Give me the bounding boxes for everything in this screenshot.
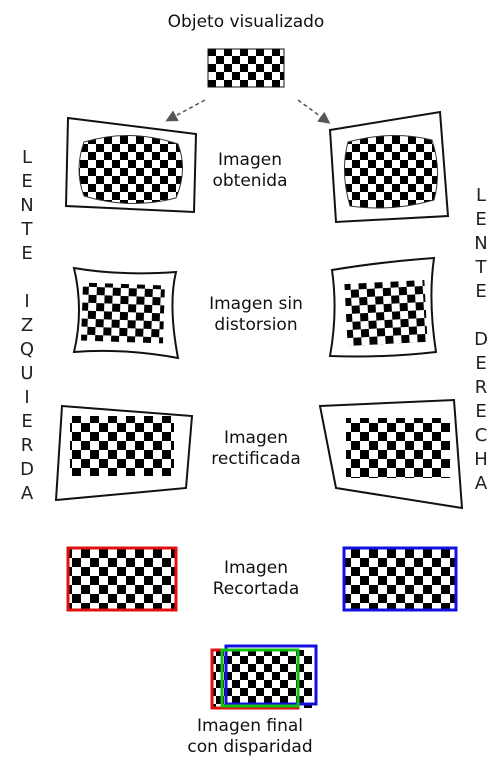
left-obtained-image bbox=[64, 116, 198, 214]
left-lens-letter: Q bbox=[19, 339, 35, 360]
left-lens-letter: D bbox=[20, 459, 34, 480]
final-label-line1: Imagen final bbox=[196, 716, 304, 736]
rectified-label-line1: Imagen bbox=[223, 428, 288, 448]
right-lens-letter: E bbox=[475, 401, 487, 422]
left-lens-letter: R bbox=[20, 435, 34, 456]
right-cropped-image bbox=[342, 546, 458, 612]
right-lens-letter: H bbox=[474, 449, 488, 470]
right-lens-letter: E bbox=[475, 281, 487, 302]
undistorted-label-line2: distorsion bbox=[214, 315, 298, 335]
right-lens-letter: R bbox=[474, 377, 488, 398]
right-rectified-image bbox=[318, 398, 464, 510]
left-lens-letter: T bbox=[21, 219, 33, 240]
obtained-label-line1: Imagen bbox=[217, 150, 282, 170]
right-lens-letter: D bbox=[474, 329, 488, 350]
left-lens-letter bbox=[16, 266, 38, 290]
right-lens-letter bbox=[470, 304, 492, 328]
right-lens-letter: T bbox=[475, 257, 487, 278]
undistorted-label-line1: Imagen sin bbox=[209, 294, 303, 314]
left-lens-letter: E bbox=[21, 411, 33, 432]
rectified-label: Imagen rectificada bbox=[196, 428, 316, 470]
cropped-label-line1: Imagen bbox=[223, 558, 288, 578]
final-label: Imagen final con disparidad bbox=[160, 716, 340, 758]
right-lens-letter: N bbox=[474, 233, 488, 254]
final-disparity-image bbox=[210, 644, 318, 710]
cropped-label: Imagen Recortada bbox=[196, 558, 316, 600]
right-obtained-image bbox=[328, 110, 450, 224]
right-lens-letter: E bbox=[475, 353, 487, 374]
right-lens-letter: A bbox=[474, 473, 488, 494]
right-lens-letter: L bbox=[475, 185, 487, 206]
obtained-label: Imagen obtenida bbox=[196, 150, 304, 192]
left-lens-letter: Z bbox=[20, 315, 34, 336]
left-undistorted-image bbox=[72, 266, 180, 360]
right-undistorted-image bbox=[328, 256, 438, 358]
left-lens-letter: L bbox=[21, 147, 33, 168]
left-rectified-image bbox=[54, 404, 194, 502]
undistorted-label: Imagen sin distorsion bbox=[196, 294, 316, 336]
left-lens-letter: A bbox=[20, 483, 34, 504]
cropped-label-line2: Recortada bbox=[212, 579, 300, 599]
arrow-to-left bbox=[165, 99, 206, 122]
left-lens-letter: I bbox=[24, 387, 30, 408]
left-lens-letter: E bbox=[21, 171, 33, 192]
right-lens-letter: E bbox=[475, 209, 487, 230]
left-lens-letter: N bbox=[20, 195, 34, 216]
final-label-line2: con disparidad bbox=[187, 737, 313, 757]
arrow-to-right bbox=[297, 99, 331, 124]
rectified-label-line2: rectificada bbox=[211, 449, 301, 469]
left-lens-letter: E bbox=[21, 243, 33, 264]
left-lens-letter: U bbox=[20, 363, 34, 384]
title-label: Objeto visualizado bbox=[167, 12, 325, 32]
obtained-label-line2: obtenida bbox=[212, 171, 288, 191]
left-lens-letter: I bbox=[24, 291, 30, 312]
left-cropped-image bbox=[66, 546, 178, 612]
right-lens-letter: C bbox=[474, 425, 488, 446]
object-checkerboard bbox=[207, 48, 285, 88]
